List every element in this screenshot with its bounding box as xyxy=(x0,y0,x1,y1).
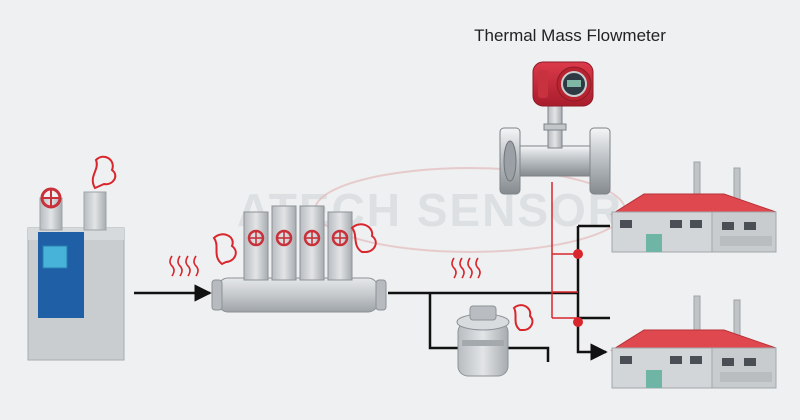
junction-node xyxy=(573,249,583,259)
steam-icon xyxy=(512,304,534,331)
steam-manifold xyxy=(211,205,387,313)
thermal-mass-flowmeter xyxy=(499,61,611,195)
boiler xyxy=(27,155,125,361)
valve-icon xyxy=(40,187,62,209)
steam-icon xyxy=(451,257,481,279)
steam-icon xyxy=(91,155,117,190)
boiler-screen xyxy=(42,245,68,269)
steam-icon xyxy=(169,255,199,277)
factory-icon xyxy=(610,161,777,253)
valve-icon xyxy=(247,229,349,247)
boiler-panel xyxy=(38,232,84,318)
factory-icon xyxy=(610,295,777,389)
junction-node xyxy=(573,317,583,327)
steam-trap xyxy=(456,304,534,377)
steam-icon xyxy=(350,223,377,253)
flowmeter-title: Thermal Mass Flowmeter xyxy=(474,26,666,45)
steam-icon xyxy=(212,233,237,266)
